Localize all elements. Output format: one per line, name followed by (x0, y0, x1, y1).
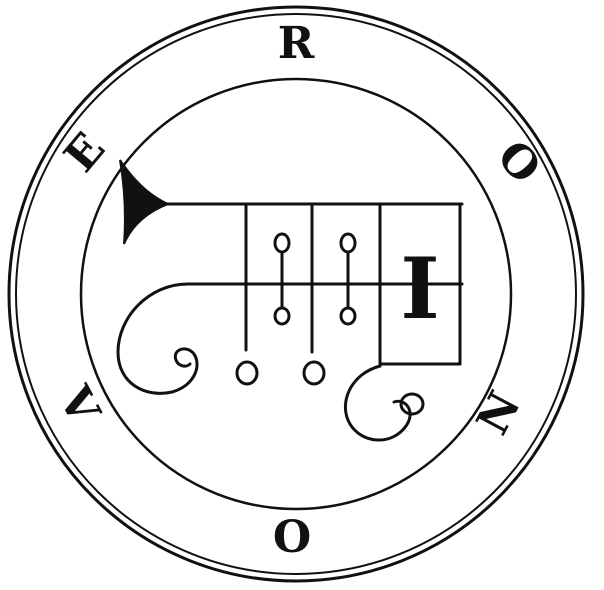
ring-letter-bottom: O (273, 512, 311, 563)
small-circle (339, 232, 357, 254)
small-circle (235, 360, 259, 386)
ring-letter-top: R (278, 18, 315, 69)
ring-letter-upper-right: O (487, 131, 551, 194)
outer-ring (7, 5, 585, 583)
small-circle (339, 306, 357, 326)
outer-ring-inner-line (15, 13, 577, 575)
ring-letter-upper-left: E (55, 123, 116, 181)
horn-shape (119, 159, 171, 245)
ring-letter-right: N (467, 383, 531, 442)
small-circle (399, 392, 425, 416)
bottom-spiral (344, 364, 412, 442)
small-circle (273, 306, 291, 326)
sigil: I (116, 159, 464, 442)
center-letter: I (400, 239, 439, 338)
small-circle (302, 360, 326, 386)
middle-bar-with-hook (116, 282, 464, 395)
small-circle (273, 232, 291, 254)
inner-ring (79, 77, 513, 511)
